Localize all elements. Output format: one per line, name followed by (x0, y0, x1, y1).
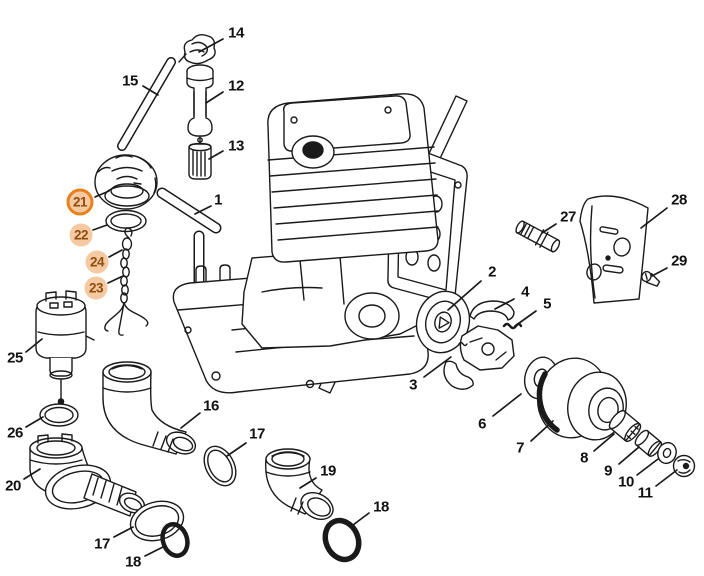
part-12-valve (186, 64, 214, 137)
leader-line-6 (492, 393, 522, 417)
leader-line-14 (198, 38, 224, 53)
leader-line-17 (226, 442, 247, 457)
part-26-o-ring (39, 403, 79, 427)
part-27-stud (515, 220, 561, 253)
leader-line-20 (23, 468, 41, 480)
part-22-o-ring (105, 209, 147, 233)
leader-line-12 (205, 91, 224, 104)
callout-4: 4 (521, 283, 529, 301)
leader-line-16 (180, 412, 201, 429)
callout-12: 12 (228, 77, 244, 95)
callout-21[interactable]: 21 (66, 188, 94, 216)
leader-line-28 (640, 207, 668, 229)
callout-13: 13 (228, 137, 244, 155)
leader-line-10 (636, 458, 659, 476)
callout-20: 20 (5, 477, 21, 495)
leader-line-24 (108, 249, 123, 258)
callout-3: 3 (409, 376, 417, 394)
part-28-guide-plate (579, 195, 649, 304)
leader-line-26 (25, 416, 44, 428)
leader-line-5 (514, 310, 537, 327)
part-8-bearing (608, 409, 642, 443)
callout-29: 29 (671, 252, 687, 270)
part-13-filter (188, 136, 212, 180)
callout-5: 5 (543, 295, 551, 313)
callout-17: 17 (94, 535, 110, 553)
leader-line-1 (194, 205, 212, 215)
part-20-elbow (29, 433, 146, 517)
leader-line-3 (423, 356, 452, 378)
callout-23[interactable]: 23 (84, 276, 108, 300)
leader-line-4 (494, 298, 515, 310)
leader-line-18 (352, 512, 370, 526)
callout-19: 19 (320, 462, 336, 480)
leader-line-9 (618, 446, 640, 465)
part-10-washer (657, 441, 677, 465)
leader-line-21 (94, 190, 110, 198)
callout-1: 1 (214, 191, 222, 209)
leader-line-13 (208, 150, 224, 160)
part-21-fuel-cap (94, 154, 158, 210)
part-18-o-ring-left (160, 522, 190, 558)
leader-line-11 (655, 469, 678, 487)
part-3-clutch-carrier (443, 325, 515, 390)
leader-line-19 (299, 477, 317, 489)
part-11-nut (672, 454, 696, 478)
part-16-elbow (102, 361, 197, 455)
leader-line-23 (107, 275, 124, 284)
leader-line-2 (447, 280, 482, 311)
part-25-valve-assembly (35, 290, 95, 405)
callout-22[interactable]: 22 (69, 223, 93, 247)
callout-10: 10 (618, 473, 634, 491)
callout-28: 28 (671, 191, 687, 209)
leader-line-29 (651, 267, 668, 277)
callout-7: 7 (516, 439, 524, 457)
part-14-vent (178, 33, 216, 65)
part-2-disc (415, 290, 471, 354)
callout-6: 6 (478, 415, 486, 433)
callout-15: 15 (122, 72, 138, 90)
callout-11: 11 (637, 484, 653, 502)
part-4-clutch-shoe (469, 300, 515, 321)
leader-line-17 (113, 526, 134, 538)
leader-line-15 (142, 85, 159, 96)
part-18-o-ring-middle (322, 517, 362, 563)
callout-16: 16 (203, 397, 219, 415)
callout-27: 27 (560, 208, 576, 226)
callout-17: 17 (249, 425, 265, 443)
callout-26: 26 (7, 424, 23, 442)
leader-line-22 (92, 224, 108, 231)
leader-lines (23, 38, 678, 557)
callout-2: 2 (488, 263, 496, 281)
leader-line-25 (25, 338, 43, 353)
callout-14: 14 (228, 24, 244, 42)
part-cylinder (267, 93, 439, 263)
leader-line-18 (144, 546, 164, 557)
part-9-sleeve (634, 429, 663, 457)
callout-18: 18 (373, 498, 389, 516)
leader-line-27 (541, 223, 557, 234)
callout-8: 8 (580, 449, 588, 467)
leader-line-7 (530, 420, 554, 442)
callout-18: 18 (125, 553, 141, 571)
part-23-24-chain (104, 227, 149, 336)
leader-line-8 (593, 433, 615, 452)
callout-24[interactable]: 24 (85, 250, 109, 274)
part-7-clutch-drum (536, 357, 627, 441)
part-15-hose (117, 57, 176, 151)
part-19-elbow (264, 448, 334, 520)
part-29-screw (641, 270, 661, 287)
callout-25: 25 (7, 349, 23, 367)
callout-9: 9 (604, 462, 612, 480)
part-1-tube (156, 187, 222, 234)
